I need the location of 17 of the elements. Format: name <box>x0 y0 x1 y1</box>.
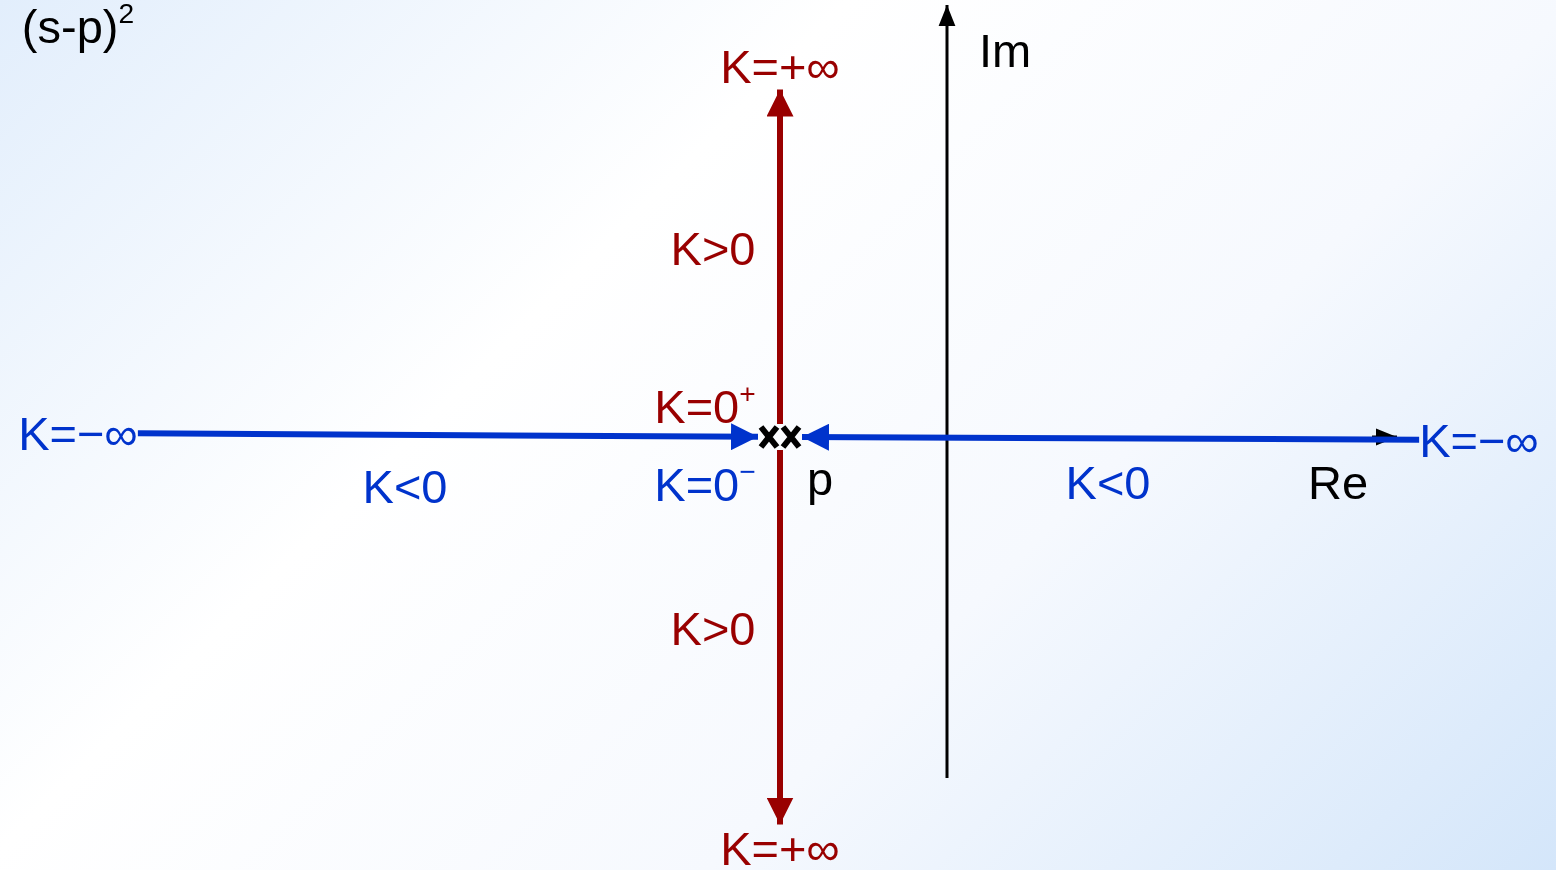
locus-arrow <box>766 89 794 424</box>
gain-label: K=+∞ <box>720 824 840 870</box>
edge-label: K>0 <box>670 224 756 272</box>
locus-arrow <box>802 423 1420 451</box>
axis-label: Im <box>978 26 1032 74</box>
locus-arrow <box>766 450 794 825</box>
edge-label: K<0 <box>362 462 448 510</box>
locus-arrow <box>137 423 758 451</box>
edge-label: K>0 <box>670 604 756 652</box>
gain-label: K=−∞ <box>1419 416 1539 464</box>
gain-label: K=+∞ <box>720 42 840 90</box>
edge-label: K<0 <box>1065 458 1151 506</box>
axis-label: Re <box>1307 458 1369 506</box>
axis-label: K=0$^{−}$ <box>654 460 756 508</box>
double-pole-marker <box>758 424 802 450</box>
gain-label: K=−∞ <box>18 409 138 457</box>
axis-label: K=0$^{+}$ <box>654 382 756 430</box>
